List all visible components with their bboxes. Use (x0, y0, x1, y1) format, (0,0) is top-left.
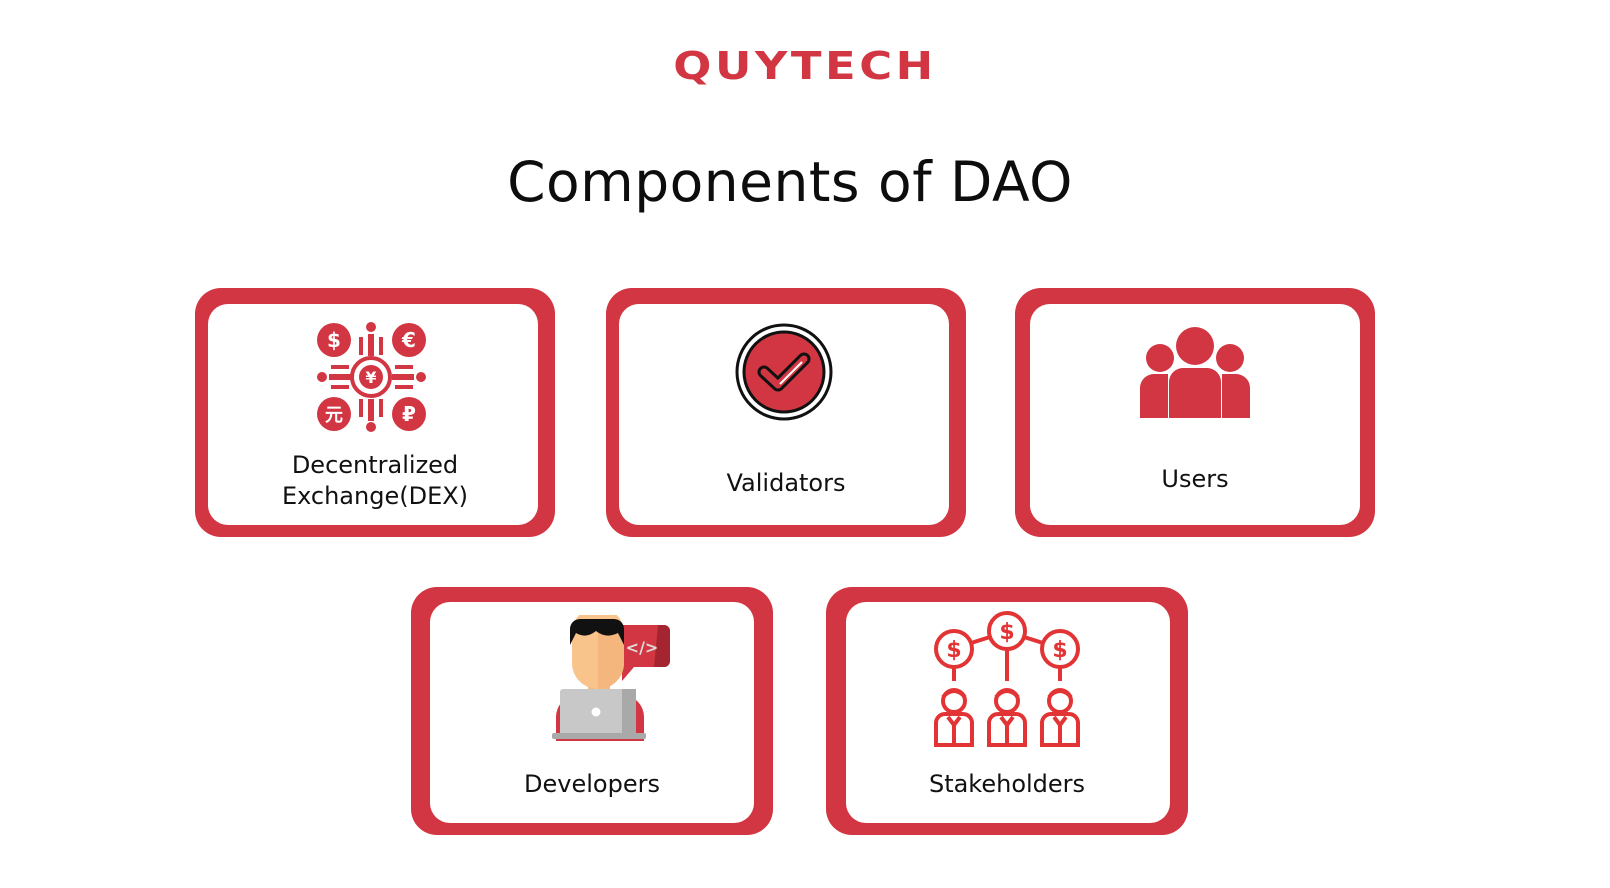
currency-exchange-icon: $ € 元 ₽ ¥ (317, 322, 426, 432)
page-title: Components of DAO (507, 150, 1073, 214)
svg-text:¥: ¥ (365, 368, 376, 387)
component-card-users: Users (1015, 288, 1375, 537)
brand-logo: QUYTECH (673, 44, 937, 88)
component-label: Validators (726, 469, 846, 497)
svg-text:$: $ (946, 638, 961, 663)
component-card-dex: $ € 元 ₽ ¥ Decentralized Exchange(DEX) (195, 288, 555, 537)
component-label: Decentralized Exchange(DEX) (195, 450, 555, 512)
svg-text:</>: </> (626, 638, 659, 657)
svg-text:元: 元 (325, 405, 343, 426)
component-card-validators: Validators (606, 288, 966, 537)
component-card-developers: </> Developers (411, 587, 773, 835)
component-label: Users (1161, 465, 1229, 493)
users-group-icon (1140, 327, 1250, 418)
svg-text:₽: ₽ (402, 402, 416, 426)
label-line-2: Exchange(DEX) (281, 482, 469, 510)
svg-text:$: $ (999, 620, 1014, 645)
label-line-1: Decentralized (291, 451, 459, 479)
svg-text:$: $ (327, 328, 341, 352)
developer-laptop-icon: </> (552, 615, 670, 741)
component-card-stakeholders: $ $ $ Stakeholders (826, 587, 1188, 835)
svg-text:$: $ (1052, 638, 1067, 663)
check-circle-icon (735, 323, 833, 421)
component-label: Stakeholders (928, 770, 1086, 798)
component-label: Developers (524, 770, 660, 798)
svg-text:€: € (401, 328, 416, 352)
stakeholders-money-icon: $ $ $ (934, 611, 1080, 747)
